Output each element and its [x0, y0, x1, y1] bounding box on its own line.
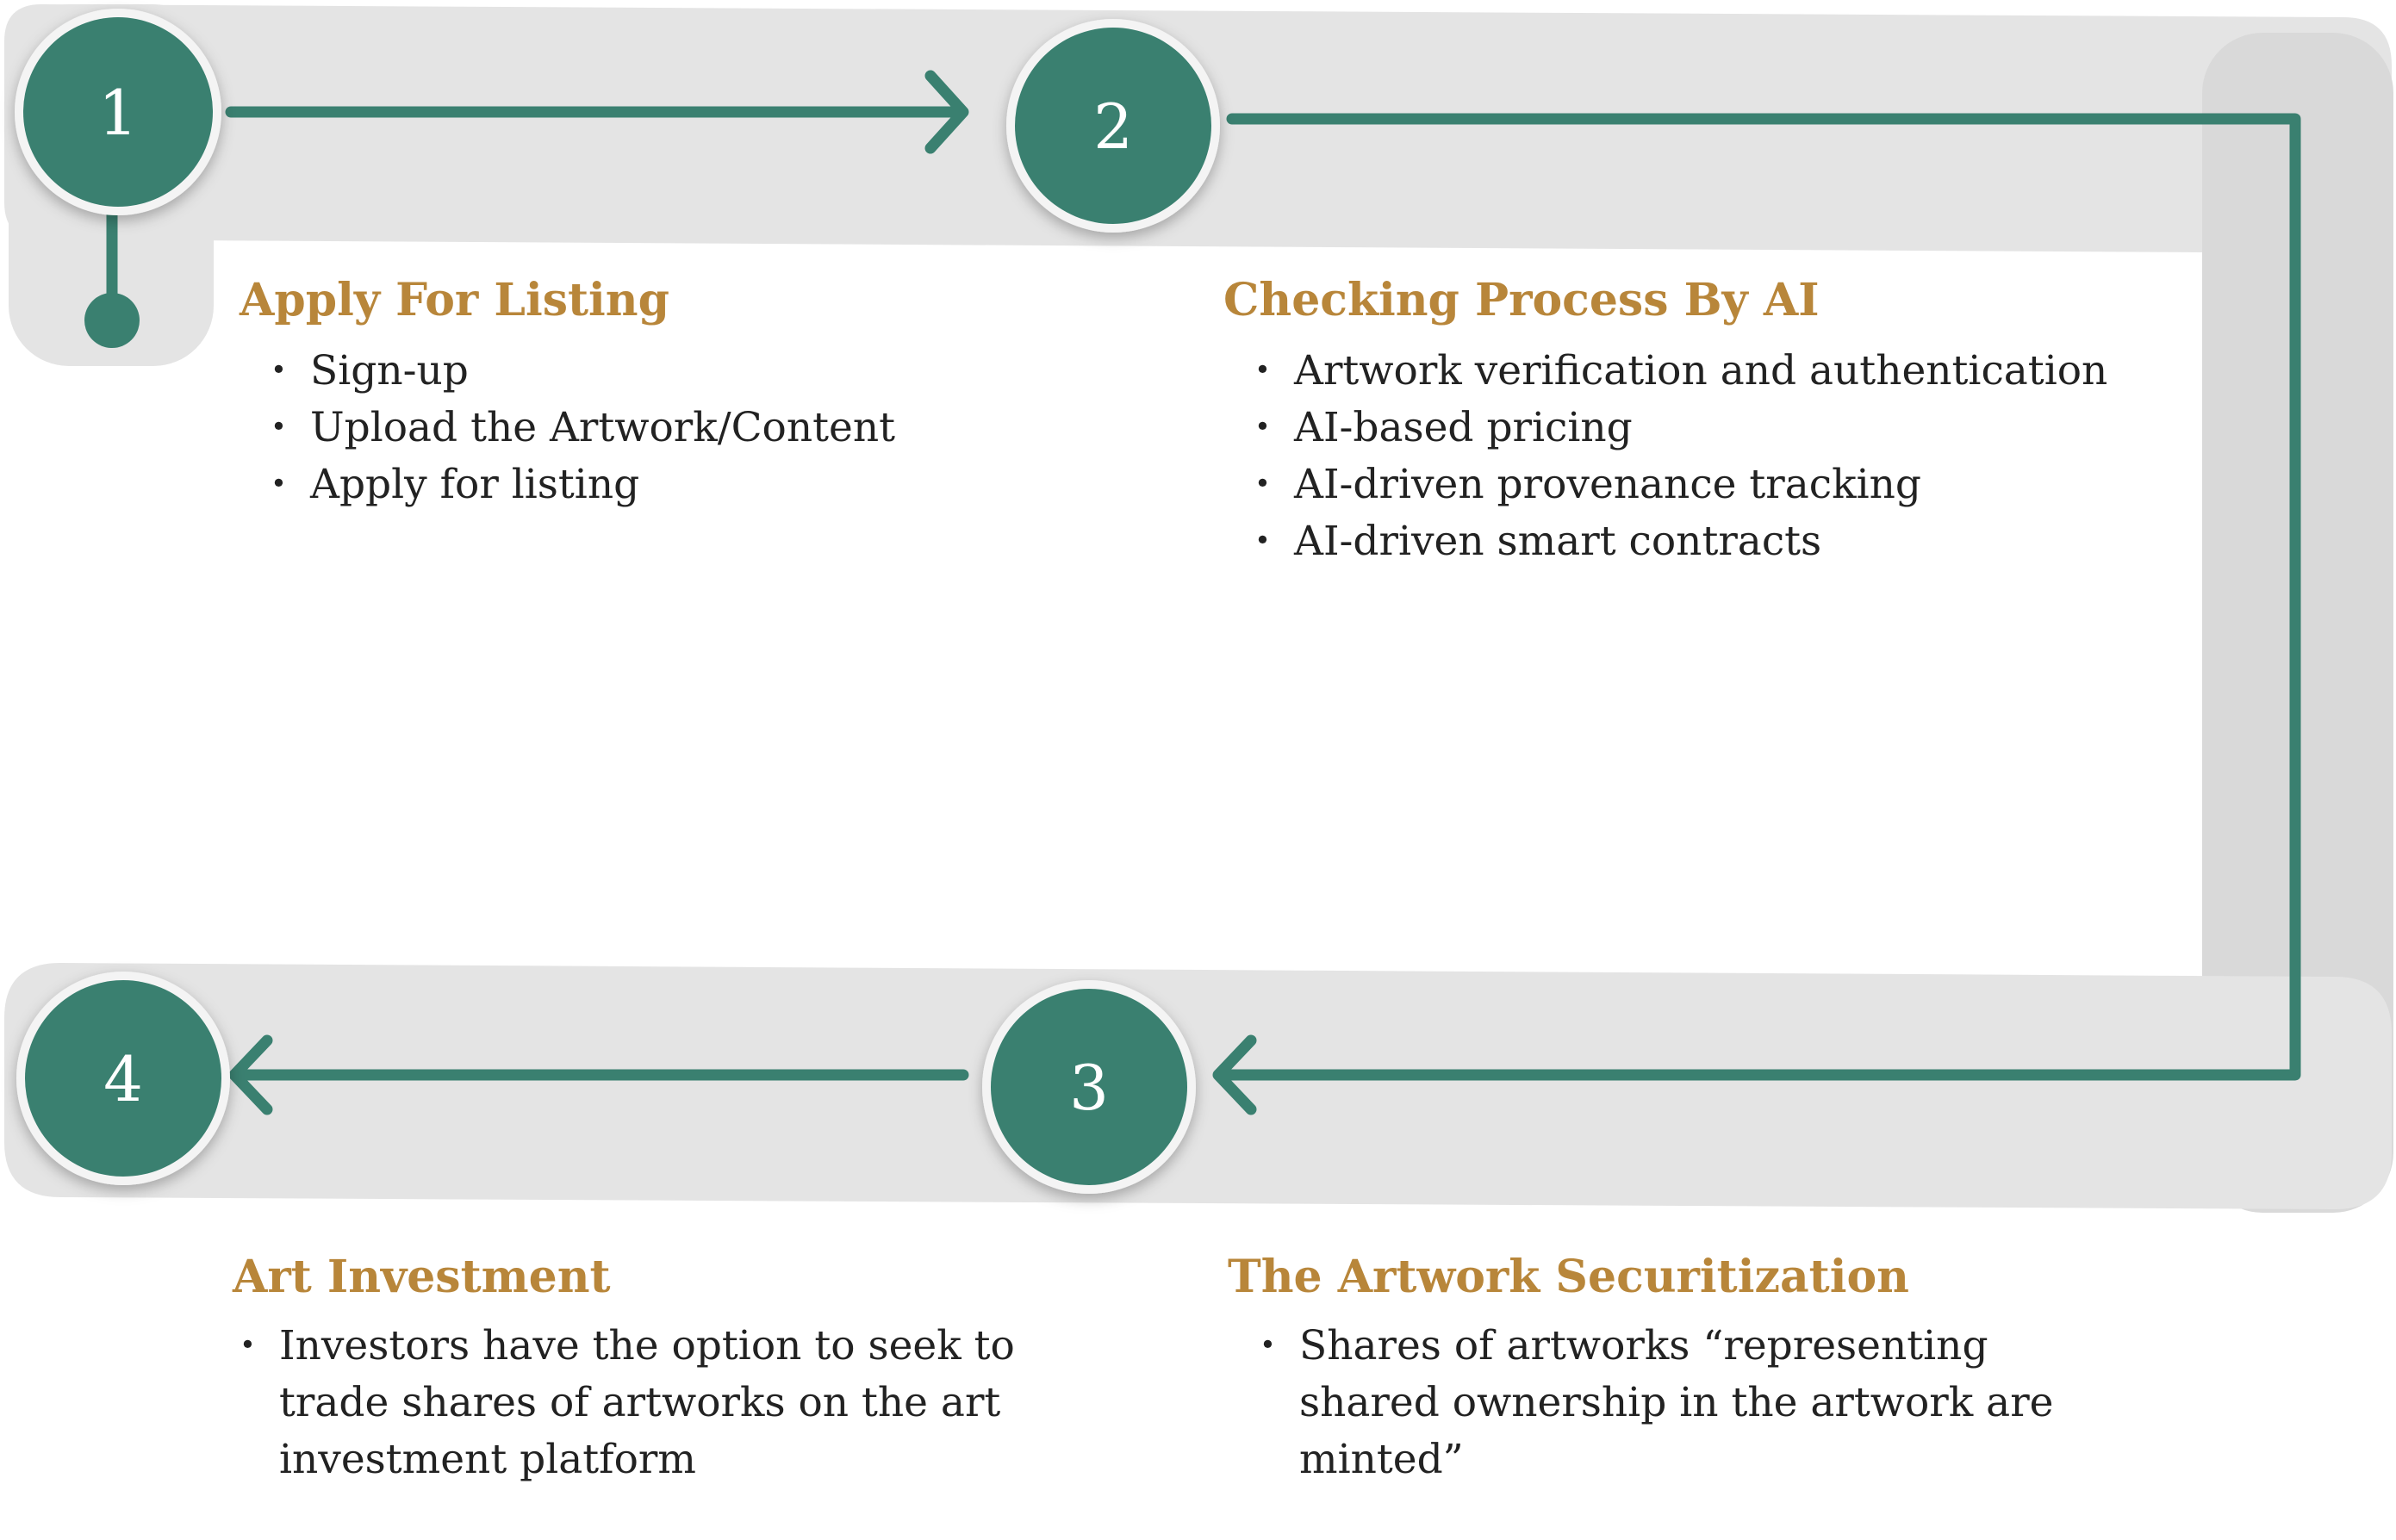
step-circle-1-fill [23, 17, 213, 207]
step-node-1: 1 [15, 9, 221, 215]
step-1-bullet-list: Sign-up Upload the Artwork/Content Apply… [258, 341, 895, 513]
bottom-track-band [4, 963, 2392, 1209]
list-item: Sign-up [258, 341, 895, 400]
step-2-title: Checking Process By AI [1223, 274, 1820, 326]
list-item: AI-driven provenance tracking [1242, 455, 2107, 513]
connectors [84, 70, 2301, 1115]
track-bands [4, 4, 2393, 1213]
list-item: Investors have the option to seek to tra… [227, 1316, 1029, 1488]
step-circle-4-fill [25, 980, 221, 1177]
step-3-title: The Artwork Securitization [1228, 1251, 1909, 1303]
step-node-4: 4 [16, 972, 230, 1185]
step-number-2: 2 [1093, 90, 1133, 163]
list-item: Apply for listing [258, 455, 895, 513]
list-item: Artwork verification and authentication [1242, 341, 2107, 400]
list-item: AI-based pricing [1242, 398, 2107, 456]
arrowhead-into-2 [924, 70, 969, 154]
arrowhead-into-3 [1212, 1034, 1257, 1115]
list-item: Upload the Artwork/Content [258, 398, 895, 456]
connector-2-to-3 [1217, 113, 2301, 1081]
list-item: AI-driven smart contracts [1242, 512, 2107, 570]
step-number-3: 3 [1069, 1052, 1109, 1124]
step-circle-3-fill [991, 989, 1187, 1185]
step-2-bullet-list: Artwork verification and authentication … [1242, 341, 2107, 570]
arrowhead-into-4 [228, 1034, 273, 1115]
step-node-3: 3 [982, 980, 1196, 1194]
step-3-bullet-list: Shares of artworks “representing shared … [1248, 1316, 2109, 1488]
step-node-2: 2 [1006, 19, 1220, 233]
step-4-title: Art Investment [233, 1251, 611, 1303]
list-item: Shares of artworks “representing shared … [1248, 1316, 2109, 1488]
step-circle-2-fill [1015, 28, 1211, 224]
step-4-bullet-list: Investors have the option to seek to tra… [227, 1316, 1029, 1488]
step-number-1: 1 [98, 77, 138, 149]
step-1-title: Apply For Listing [240, 274, 669, 326]
start-dot [84, 293, 140, 348]
step-number-4: 4 [103, 1043, 143, 1115]
